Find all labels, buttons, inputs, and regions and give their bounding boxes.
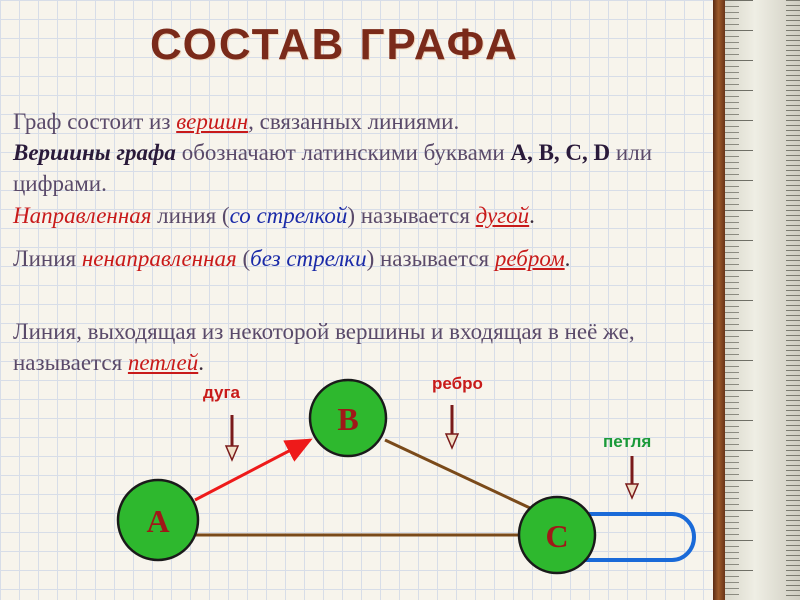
slide-title: СОСТАВ ГРАФА: [150, 20, 519, 69]
edge-b-c: [384, 438, 531, 510]
node-c-label: C: [545, 518, 568, 554]
text: ) называется: [366, 246, 495, 271]
node-a: A: [116, 478, 200, 562]
term-without-arrow: без стрелки: [250, 246, 367, 271]
node-c: C: [517, 495, 597, 575]
paragraph-graph-definition: Граф состоит из вершин, связанных линиям…: [13, 106, 703, 199]
node-b-label: B: [337, 401, 358, 437]
text: .: [564, 246, 571, 271]
node-a-label: A: [146, 503, 169, 539]
text: Линия: [13, 246, 82, 271]
text: или цифрами.: [13, 140, 653, 196]
label-edge: ребро: [432, 374, 483, 393]
node-b: B: [308, 378, 388, 458]
vertex-letters: A, B, C, D: [510, 140, 611, 165]
term-directed: Направленная: [13, 203, 152, 228]
loop-edge: [585, 512, 696, 562]
term-vertices: вершин: [176, 109, 249, 134]
term-loop: петлей: [127, 350, 199, 375]
pointer-arc: [224, 415, 240, 462]
pointer-edge: [444, 405, 460, 450]
text: .: [198, 350, 204, 375]
text: ) называется: [347, 203, 476, 228]
ruler-minor-ticks: [786, 0, 800, 600]
term-undirected: ненаправленная: [81, 246, 237, 271]
paragraph-loop-definition: Линия, выходящая из некоторой вершины и …: [13, 316, 703, 378]
arc-a-b: [194, 438, 313, 502]
term-arc: дугой: [475, 203, 530, 228]
label-loop: петля: [603, 432, 651, 451]
text: обозначают латинскими буквами: [175, 140, 511, 165]
term-with-arrow: со стрелкой: [229, 203, 348, 228]
text: , связанных линиями.: [248, 109, 460, 134]
text: .: [529, 203, 535, 228]
term-vertices-of-graph: Вершины графа: [13, 140, 176, 165]
label-arc: дуга: [203, 383, 241, 402]
pointer-loop: [624, 456, 640, 500]
wooden-strip: [713, 0, 725, 600]
text: (: [236, 246, 251, 271]
text: Линия, выходящая из некоторой вершины и …: [13, 319, 635, 375]
paragraph-arc-definition: Направленная линия (со стрелкой) называе…: [13, 200, 703, 231]
text: Граф состоит из: [13, 109, 177, 134]
term-edge: ребром: [494, 246, 565, 271]
paragraph-edge-definition: Линия ненаправленная (без стрелки) назыв…: [13, 243, 703, 274]
text: линия (: [151, 203, 230, 228]
